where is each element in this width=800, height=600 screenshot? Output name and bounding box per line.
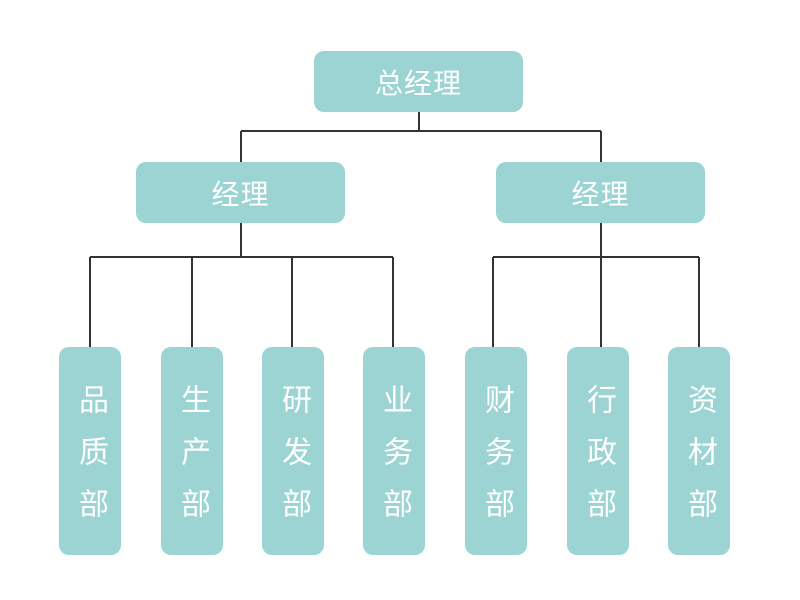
- department-node-business: 业务部: [363, 347, 425, 555]
- department-node-quality: 品质部: [59, 347, 121, 555]
- manager-node-right: 经理: [496, 162, 705, 223]
- department-node-finance: 财务部: [465, 347, 527, 555]
- department-node-rnd: 研发部: [262, 347, 324, 555]
- manager-node-left: 经理: [136, 162, 345, 223]
- department-node-production: 生产部: [161, 347, 223, 555]
- department-node-admin: 行政部: [567, 347, 629, 555]
- root-node-general-manager: 总经理: [314, 51, 523, 112]
- department-node-materials: 资材部: [668, 347, 730, 555]
